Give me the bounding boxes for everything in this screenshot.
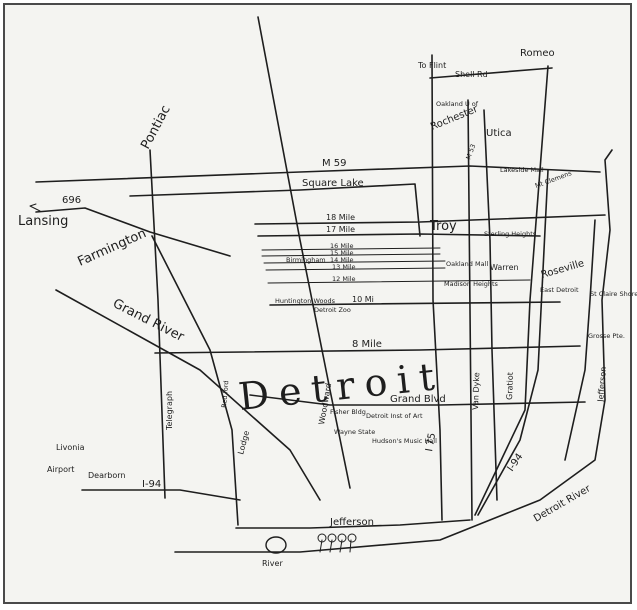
m53-label: M 53 bbox=[464, 143, 477, 161]
i75-label: I 75 bbox=[424, 432, 438, 452]
shell-rd-road bbox=[429, 67, 553, 79]
i75-road bbox=[431, 54, 443, 521]
st-clair-shores-label: St Claire Shores bbox=[590, 290, 637, 298]
mile-17-road bbox=[257, 233, 541, 237]
shell-rd-label: Shell Rd bbox=[455, 70, 488, 79]
sterling-heights-label: Sterling Heights bbox=[484, 230, 537, 238]
mile-10-label: 10 Mi bbox=[352, 295, 374, 304]
madison-heights-label: Madison Heights bbox=[444, 280, 499, 288]
mile-18-label: 18 Mile bbox=[326, 213, 355, 222]
tree-icon bbox=[327, 533, 337, 543]
tree-icon bbox=[347, 533, 357, 543]
warren-label: Warren bbox=[490, 263, 519, 272]
mile-13-label: 13 Mile bbox=[332, 263, 356, 271]
hudsons-label: Hudson's Music Hall bbox=[372, 437, 437, 445]
gratiot-label: Gratiot bbox=[505, 372, 515, 400]
tree-trunks bbox=[319, 539, 352, 553]
tree-icon bbox=[317, 533, 327, 543]
oakland-mall-label: Oakland Mall bbox=[446, 260, 488, 268]
lodge-label: Lodge bbox=[236, 430, 251, 456]
mile-8-road bbox=[154, 345, 581, 354]
i94-west-road bbox=[81, 489, 241, 501]
jefferson-south-road bbox=[235, 519, 471, 529]
redford-label: Red ford bbox=[220, 380, 230, 408]
mile-16-road bbox=[261, 247, 441, 251]
mile-8-label: 8 Mile bbox=[352, 339, 382, 350]
dearborn-label: Dearborn bbox=[88, 471, 125, 480]
lodge-road bbox=[151, 235, 239, 526]
jefferson-east-road bbox=[564, 219, 596, 461]
mile-12-road bbox=[267, 279, 531, 284]
farmington-label: Farmington bbox=[76, 226, 149, 270]
mile-18-road bbox=[254, 214, 606, 225]
mile-16-label: 16 Mile bbox=[330, 242, 354, 250]
i94-east-road bbox=[477, 169, 549, 516]
grand-river-road bbox=[55, 289, 321, 501]
troy-label: Troy bbox=[429, 219, 457, 234]
roseville-label: Roseville bbox=[540, 258, 586, 281]
mile-10-road bbox=[269, 301, 561, 306]
grand-blvd-label: Grand Blvd bbox=[390, 394, 446, 405]
telegraph-road bbox=[149, 149, 166, 499]
m59-label: M 59 bbox=[322, 158, 347, 169]
river-label: River bbox=[262, 559, 283, 568]
belle-isle bbox=[265, 536, 287, 554]
art-institute-label: Detroit Inst of Art bbox=[366, 412, 423, 420]
mile-14-label: 14 Mile bbox=[330, 256, 354, 264]
birmingham-label: Birmingham bbox=[286, 256, 326, 264]
wayne-state-label: Wayne State bbox=[334, 428, 375, 436]
airport-label: Airport bbox=[47, 465, 74, 474]
mile-15-road bbox=[261, 253, 441, 257]
lansing-arrow bbox=[29, 203, 41, 212]
grand-blvd-road bbox=[249, 394, 586, 406]
i696-label: 696 bbox=[62, 195, 81, 206]
mile-15-label: 15 Mile bbox=[330, 249, 354, 257]
woodward-road bbox=[257, 16, 351, 489]
to-flint-label: To Flint bbox=[417, 61, 446, 70]
van-dyke-road bbox=[467, 99, 473, 521]
map-frame bbox=[3, 3, 632, 604]
square-lake-label: Square Lake bbox=[302, 178, 364, 189]
oakland-u-label: Oakland U of bbox=[436, 100, 479, 108]
telegraph-label: Telegraph bbox=[165, 391, 174, 431]
utica-label: Utica bbox=[486, 128, 512, 139]
square-lake-road bbox=[129, 183, 421, 237]
i94-west-label: I-94 bbox=[142, 479, 161, 490]
park-tree-icons bbox=[317, 533, 357, 553]
jefferson-east-label: Jefferson bbox=[596, 366, 608, 403]
livonia-label: Livonia bbox=[56, 443, 85, 452]
lansing-label: Lansing bbox=[18, 214, 68, 229]
i94-east-label: I-94 bbox=[505, 452, 525, 474]
m53-road bbox=[483, 109, 498, 501]
detroit-zoo-label: Detroit Zoo bbox=[314, 306, 351, 314]
mile-14-road bbox=[263, 260, 446, 264]
mile-13-road bbox=[265, 267, 446, 271]
grosse-pte-label: Grosse Pte. bbox=[588, 332, 625, 340]
fisher-bldg-label: Fisher Bldg bbox=[330, 408, 366, 416]
mile-17-label: 17 Mile bbox=[326, 225, 355, 234]
gratiot-road bbox=[474, 65, 549, 516]
roads bbox=[29, 16, 613, 554]
m59-road bbox=[35, 165, 601, 183]
mile-12-label: 12 Mile bbox=[332, 275, 356, 283]
grand-river-label: Grand River bbox=[110, 296, 187, 345]
detroit-river-label: Detroit River bbox=[532, 483, 593, 525]
tree-icon bbox=[337, 533, 347, 543]
jefferson-south-label: Jefferson bbox=[329, 517, 374, 528]
huntington-woods-label: Huntington Woods bbox=[275, 297, 336, 305]
detroit-river-shore bbox=[174, 149, 613, 553]
pontiac-label: Pontiac bbox=[138, 103, 174, 152]
van-dyke-label: Van Dyke bbox=[471, 372, 481, 410]
i696-road bbox=[35, 207, 231, 257]
romeo-label: Romeo bbox=[520, 48, 555, 59]
east-detroit-label: East Detroit bbox=[540, 286, 579, 294]
lakeside-mall-label: Lakeside Mall bbox=[500, 166, 544, 174]
